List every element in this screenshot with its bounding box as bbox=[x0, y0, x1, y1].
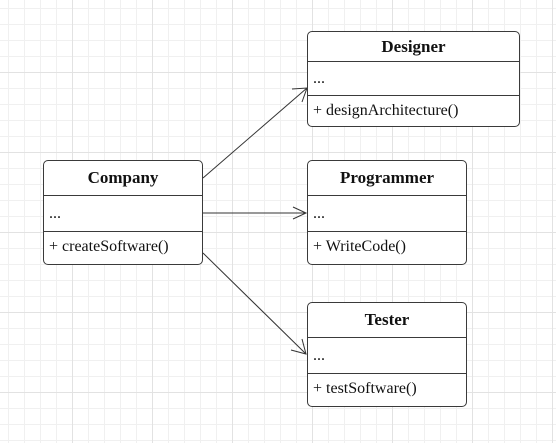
arrow-company-to-tester[interactable] bbox=[202, 252, 307, 355]
arrowhead-icon bbox=[291, 87, 308, 103]
class-methods: + WriteCode() bbox=[313, 238, 406, 255]
class-attributes: ... bbox=[308, 338, 466, 374]
class-designer[interactable]: Designer ... + designArchitecture() bbox=[307, 31, 520, 127]
class-methods: + createSoftware() bbox=[49, 238, 169, 255]
class-attributes: ... bbox=[308, 62, 519, 96]
class-name: Programmer bbox=[308, 161, 466, 196]
class-name: Company bbox=[44, 161, 202, 196]
class-tester[interactable]: Tester ... + testSoftware() bbox=[307, 302, 467, 407]
arrow-company-to-designer[interactable] bbox=[202, 87, 308, 179]
class-attributes: ... bbox=[308, 196, 466, 232]
class-name: Designer bbox=[308, 32, 519, 62]
class-methods: + testSoftware() bbox=[313, 380, 417, 397]
class-attributes: ... bbox=[44, 196, 202, 232]
class-company[interactable]: Company ... + createSoftware() bbox=[43, 160, 203, 265]
arrowhead-icon bbox=[292, 206, 308, 220]
class-programmer[interactable]: Programmer ... + WriteCode() bbox=[307, 160, 467, 265]
arrowhead-icon bbox=[290, 338, 307, 355]
class-methods: + designArchitecture() bbox=[313, 102, 459, 119]
class-name: Tester bbox=[308, 303, 466, 338]
arrow-company-to-programmer[interactable] bbox=[203, 206, 308, 220]
